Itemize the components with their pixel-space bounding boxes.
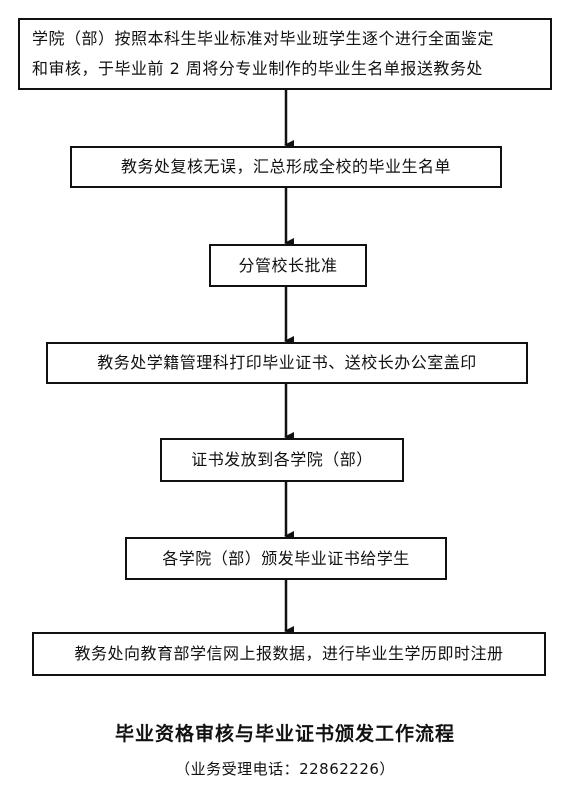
step-1-text: 学院（部）按照本科生毕业标准对毕业班学生逐个进行全面鉴定 和审核，于毕业前 2 … [32, 24, 494, 84]
step-7-text: 教务处向教育部学信网上报数据，进行毕业生学历即时注册 [74, 644, 504, 663]
step-6-text: 各学院（部）颁发毕业证书给学生 [162, 548, 410, 568]
step-4-text: 教务处学籍管理科打印毕业证书、送校长办公室盖印 [97, 353, 477, 372]
hotline-note: （业务受理电话：22862226） [175, 760, 395, 778]
step-6-box: 各学院（部）颁发毕业证书给学生 [125, 537, 447, 580]
step-3-text: 分管校长批准 [238, 255, 338, 275]
step-7-box: 教务处向教育部学信网上报数据，进行毕业生学历即时注册 [32, 632, 546, 676]
step-1-line-1: 学院（部）按照本科生毕业标准对毕业班学生逐个进行全面鉴定 [32, 29, 495, 48]
step-3-box: 分管校长批准 [209, 244, 367, 287]
step-5-text: 证书发放到各学院（部） [191, 450, 373, 469]
flowchart-title: 毕业资格审核与毕业证书颁发工作流程 [114, 723, 455, 745]
step-2-text: 教务处复核无误，汇总形成全校的毕业生名单 [120, 157, 451, 176]
step-5-box: 证书发放到各学院（部） [160, 438, 404, 482]
step-4-box: 教务处学籍管理科打印毕业证书、送校长办公室盖印 [46, 342, 528, 384]
step-1-box: 学院（部）按照本科生毕业标准对毕业班学生逐个进行全面鉴定 和审核，于毕业前 2 … [18, 18, 552, 90]
step-2-box: 教务处复核无误，汇总形成全校的毕业生名单 [70, 146, 502, 188]
step-1-line-2: 和审核，于毕业前 2 周将分专业制作的毕业生名单报送教务处 [32, 59, 483, 78]
